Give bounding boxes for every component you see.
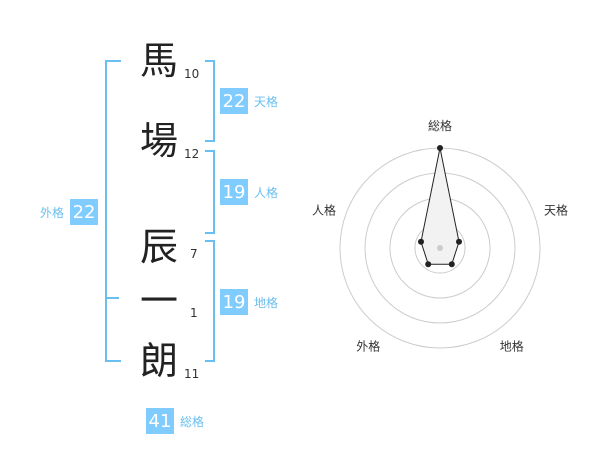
gaikaku-label: 外格 <box>40 205 65 220</box>
radar-center-dot <box>437 245 443 251</box>
soukaku-badge: 41 総格 <box>146 408 204 434</box>
radar-point-1 <box>437 145 443 151</box>
chikaku-value: 19 <box>220 289 248 315</box>
gaikaku-value: 22 <box>70 199 99 225</box>
chikaku-label: 地格 <box>254 295 279 310</box>
stroke-count-2: 12 <box>184 147 200 161</box>
jinkaku-badge: 19 人格 <box>220 179 278 205</box>
gaikaku-badge: 22 外格 <box>40 199 99 225</box>
gaikaku-bracket-tick <box>105 297 119 299</box>
radar-point-3 <box>448 261 455 268</box>
tenkaku-bracket <box>205 60 215 142</box>
name-char-2: 場 <box>140 119 179 163</box>
stroke-count-5: 11 <box>184 367 200 381</box>
jinkaku-label: 人格 <box>254 185 279 200</box>
name-char-1: 馬 <box>140 39 179 83</box>
stroke-count-3: 7 <box>190 247 198 261</box>
name-char-4: 一 <box>140 279 179 323</box>
radar-point-4 <box>425 261 432 268</box>
tenkaku-badge: 22 天格 <box>220 88 278 114</box>
radar-points <box>418 145 462 268</box>
soukaku-value: 41 <box>146 408 174 434</box>
gaikaku-bracket <box>105 60 121 362</box>
radar-area <box>420 147 460 265</box>
chikaku-badge: 19 地格 <box>220 289 278 315</box>
name-char-3: 辰 <box>140 225 179 269</box>
tenkaku-value: 22 <box>220 88 248 114</box>
radar-point-5 <box>418 238 424 245</box>
radar-axis-label-3: 地格 <box>500 339 524 354</box>
jinkaku-bracket <box>205 150 215 234</box>
radar-axis-label-2: 天格 <box>544 202 568 217</box>
name-char-5: 朗 <box>140 339 179 383</box>
stroke-count-4: 1 <box>190 306 198 320</box>
radar-axis-label-4: 外格 <box>356 339 380 354</box>
radar-axis-label-5: 人格 <box>312 202 336 217</box>
soukaku-label: 総格 <box>180 414 205 429</box>
radar-axis-label-1: 総格 <box>428 118 452 133</box>
radar-point-2 <box>456 238 462 245</box>
jinkaku-value: 19 <box>220 179 248 205</box>
stroke-count-1: 10 <box>184 67 200 81</box>
tenkaku-label: 天格 <box>254 94 279 109</box>
chikaku-bracket <box>205 240 215 362</box>
